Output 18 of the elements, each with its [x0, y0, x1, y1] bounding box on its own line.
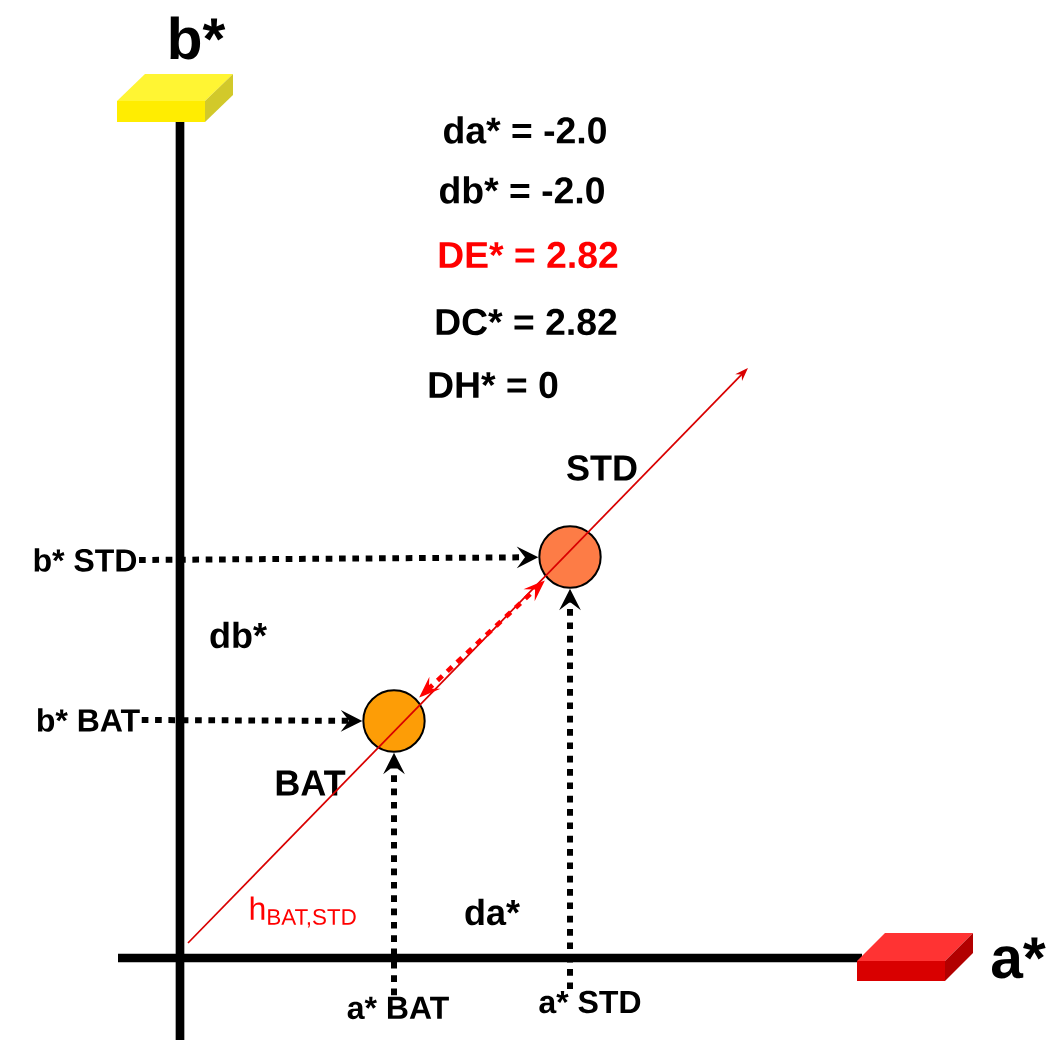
formula-text: db* = -2.0: [440, 176, 604, 204]
formula-text: DE* = 2.82: [439, 241, 618, 269]
point-circle: [362, 689, 426, 753]
axis-value-label: a* STD: [539, 990, 641, 1014]
point-label: BAT: [276, 770, 346, 796]
hue-label: h$_{BAT,STD}$: [250, 896, 356, 928]
difference-label: db*: [210, 621, 267, 649]
point-label: STD: [567, 455, 637, 481]
axis-label: a*: [992, 937, 1046, 979]
formula-text: DC* = 2.82: [436, 308, 617, 336]
difference-label: da*: [465, 898, 520, 926]
axis-label: b*: [170, 16, 226, 60]
point-circle: [538, 525, 602, 589]
axis-value-label: b* BAT: [37, 708, 140, 732]
axis-value-label: b* STD: [34, 548, 137, 572]
formula-text: DH* = 0: [429, 371, 558, 399]
formula-text: da* = -2.0: [444, 116, 606, 144]
axis-value-label: a* BAT: [347, 996, 449, 1020]
